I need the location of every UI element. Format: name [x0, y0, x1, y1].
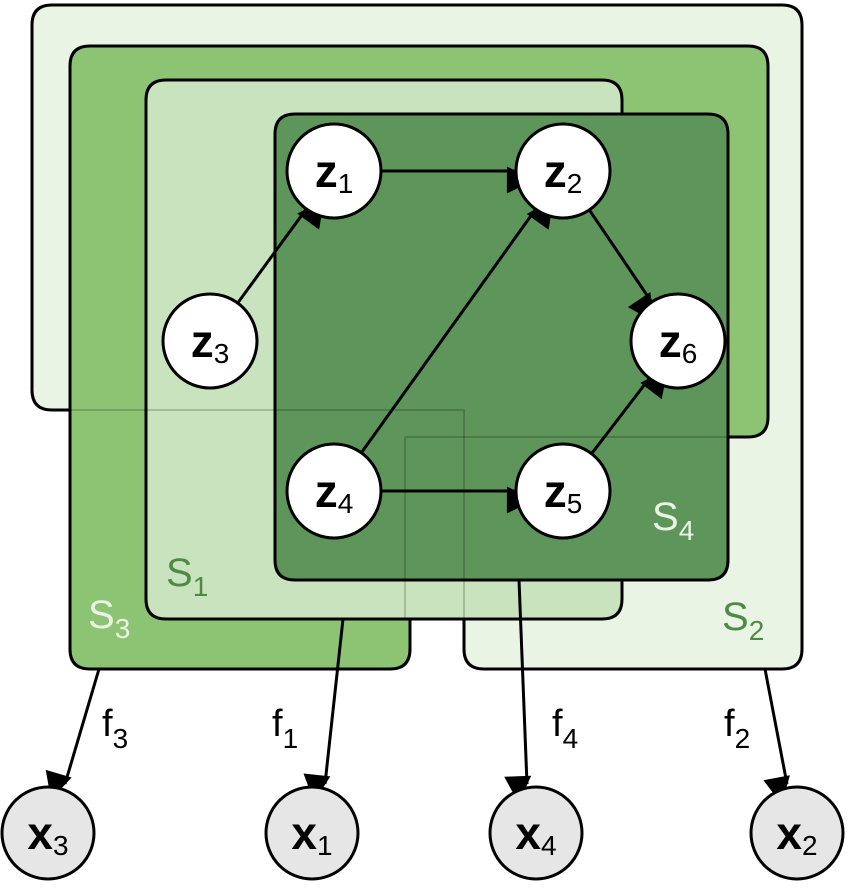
mapping-arrow-f1 [303, 618, 345, 802]
observed-node-x4: x4 [488, 785, 584, 881]
mapping-arrow-f3 [45, 668, 101, 800]
mapping-labels: f3 f1 f4 f2 [102, 703, 750, 754]
set-labels: S3 S1 S4 S2 [88, 495, 764, 646]
mapping-arrow-f4 [504, 579, 532, 804]
svg-text:x2: x2 [776, 807, 817, 861]
svg-text:z2: z2 [544, 145, 583, 199]
mapping-label-f3: f3 [102, 703, 128, 754]
set-label-s1: S1 [166, 551, 208, 602]
svg-text:z5: z5 [544, 465, 583, 519]
edge-z2-z6 [588, 209, 655, 322]
latent-node-z3: z3 [161, 292, 259, 390]
set-label-s2: S2 [722, 595, 764, 646]
svg-text:z1: z1 [315, 145, 354, 199]
overlap-outline-s3 [70, 409, 465, 619]
edge-z4-z2 [360, 199, 554, 454]
latent-edges [236, 166, 668, 514]
mapping-label-f1: f1 [272, 703, 298, 754]
latent-nodes: z1 z2 z3 z4 z5 z6 [161, 122, 727, 540]
latent-node-z4: z4 [285, 442, 383, 540]
observed-node-x1: x1 [264, 785, 360, 881]
overlap-outline-s2 [404, 436, 728, 619]
svg-text:z4: z4 [315, 465, 354, 519]
svg-text:z3: z3 [191, 315, 230, 369]
latent-node-z2: z2 [514, 122, 612, 220]
svg-text:x3: x3 [27, 807, 68, 861]
mapping-label-f2: f2 [724, 703, 750, 754]
observed-node-x3: x3 [0, 785, 96, 881]
mapping-arrows [45, 579, 790, 805]
set-label-s3: S3 [88, 593, 130, 644]
edge-z5-z6 [590, 369, 668, 455]
svg-text:z6: z6 [659, 315, 698, 369]
set-region-s4 [273, 112, 730, 582]
observed-nodes: x3 x1 x4 x2 [0, 785, 845, 881]
latent-node-z6: z6 [629, 292, 727, 390]
set-label-s4: S4 [652, 495, 694, 546]
observed-node-x2: x2 [749, 785, 845, 881]
mapping-label-f4: f4 [552, 703, 578, 754]
svg-text:x4: x4 [515, 807, 556, 861]
mapping-arrow-f2 [763, 668, 790, 805]
latent-node-z1: z1 [285, 122, 383, 220]
edge-z3-z1 [236, 199, 325, 304]
svg-text:x1: x1 [291, 807, 332, 861]
latent-node-z5: z5 [514, 442, 612, 540]
